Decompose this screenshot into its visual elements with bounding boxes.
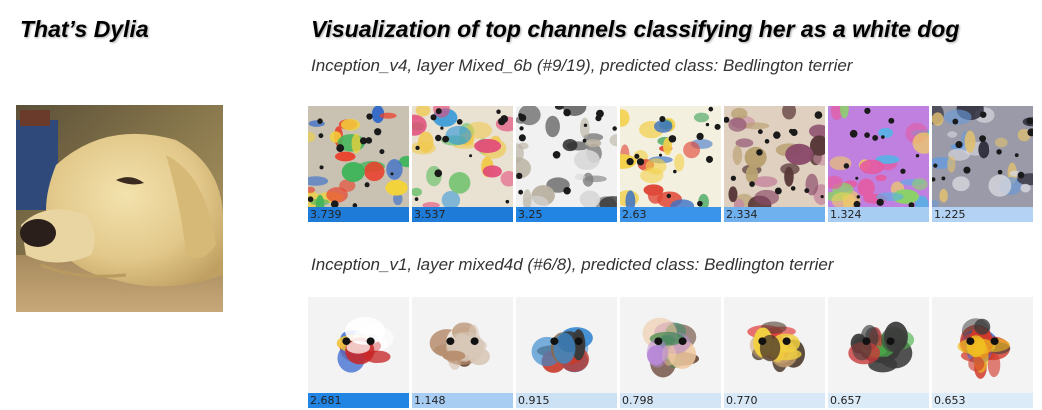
channel-visualization-image [620, 297, 721, 393]
channel-visualization-image [828, 106, 929, 207]
channel-visualization-image [932, 297, 1033, 393]
channel-visualization-image [724, 106, 825, 207]
photo-title: That’s Dylia [20, 16, 149, 42]
channel-visualization-image [308, 297, 409, 393]
channel-tile: 0.770 [724, 297, 825, 408]
channel-tile: 1.225 [932, 106, 1033, 222]
channel-score: 0.798 [620, 393, 721, 408]
channel-tile: 3.25 [516, 106, 617, 222]
channel-score: 0.915 [516, 393, 617, 408]
channel-tile: 0.915 [516, 297, 617, 408]
channel-score: 3.537 [412, 207, 513, 222]
row-2-subtitle: Inception_v1, layer mixed4d (#6/8), pred… [311, 255, 834, 274]
channel-score: 3.25 [516, 207, 617, 222]
channel-score: 0.653 [932, 393, 1033, 408]
channel-visualization-image [932, 106, 1033, 207]
dog-photo [16, 105, 223, 312]
channel-tile: 0.653 [932, 297, 1033, 408]
channel-score: 0.770 [724, 393, 825, 408]
channel-tile: 3.739 [308, 106, 409, 222]
channel-tile: 2.334 [724, 106, 825, 222]
channel-tile: 3.537 [412, 106, 513, 222]
channel-visualization-image [308, 106, 409, 207]
channel-tile: 1.148 [412, 297, 513, 408]
page-title: Visualization of top channels classifyin… [311, 16, 960, 42]
channel-tile: 2.681 [308, 297, 409, 408]
channel-visualization-image [516, 297, 617, 393]
channel-score: 2.681 [308, 393, 409, 408]
channel-score: 2.63 [620, 207, 721, 222]
channel-visualization-image [412, 297, 513, 393]
channel-tile: 2.63 [620, 106, 721, 222]
channel-visualization-image [828, 297, 929, 393]
channel-tile: 0.798 [620, 297, 721, 408]
channel-visualization-image [516, 106, 617, 207]
channel-visualization-image [412, 106, 513, 207]
channel-score: 1.324 [828, 207, 929, 222]
channel-score: 1.225 [932, 207, 1033, 222]
channel-score: 3.739 [308, 207, 409, 222]
channel-score: 1.148 [412, 393, 513, 408]
channel-visualization-image [620, 106, 721, 207]
channel-tile: 1.324 [828, 106, 929, 222]
channel-score: 0.657 [828, 393, 929, 408]
channel-visualization-image [724, 297, 825, 393]
channel-score: 2.334 [724, 207, 825, 222]
row-1-subtitle: Inception_v4, layer Mixed_6b (#9/19), pr… [311, 56, 853, 75]
channel-tile: 0.657 [828, 297, 929, 408]
